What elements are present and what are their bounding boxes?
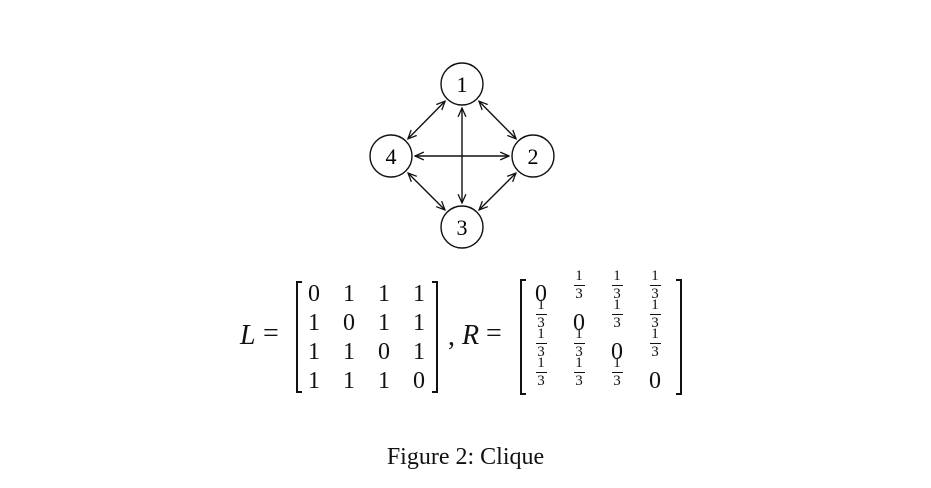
fraction-bar bbox=[611, 372, 623, 373]
fraction-bar bbox=[535, 372, 547, 373]
l-symbol: L bbox=[240, 320, 256, 351]
node-3-label: 3 bbox=[457, 215, 468, 240]
fraction-numerator: 1 bbox=[575, 326, 583, 342]
node-2-label: 2 bbox=[528, 144, 539, 169]
node-4-label: 4 bbox=[386, 144, 397, 169]
fraction-denominator: 3 bbox=[537, 373, 545, 389]
node-1-label: 1 bbox=[457, 72, 468, 97]
fraction-denominator: 3 bbox=[537, 344, 545, 360]
node-3-circle bbox=[440, 205, 484, 249]
r-cell: 0 bbox=[611, 339, 623, 365]
fraction-numerator: 1 bbox=[537, 297, 545, 313]
l-matrix-left-bracket bbox=[296, 281, 302, 393]
l-cell: 0 bbox=[308, 281, 320, 307]
fraction-bar bbox=[573, 285, 585, 286]
fraction-denominator: 3 bbox=[613, 286, 621, 302]
l-cell: 1 bbox=[378, 310, 390, 336]
l-cell: 1 bbox=[308, 339, 320, 365]
fraction-denominator: 3 bbox=[575, 344, 583, 360]
node-4-circle bbox=[369, 134, 413, 178]
fraction-numerator: 1 bbox=[651, 297, 659, 313]
fraction-bar bbox=[649, 285, 661, 286]
fraction-denominator: 3 bbox=[613, 373, 621, 389]
l-cell: 1 bbox=[343, 368, 355, 394]
fraction-bar bbox=[535, 314, 547, 315]
fraction-denominator: 3 bbox=[651, 344, 659, 360]
r-matrix-left-bracket bbox=[520, 279, 526, 395]
l-equals-sign: = bbox=[263, 318, 279, 349]
r-symbol: R bbox=[462, 320, 480, 351]
edge-2-3 bbox=[479, 173, 516, 210]
r-matrix-right-bracket bbox=[676, 279, 682, 395]
l-cell: 1 bbox=[343, 281, 355, 307]
fraction-bar bbox=[611, 285, 623, 286]
fraction-numerator: 1 bbox=[575, 268, 583, 284]
clique-graph-diagram: 1 2 3 4 bbox=[369, 62, 555, 249]
fraction-numerator: 1 bbox=[651, 326, 659, 342]
fraction-denominator: 3 bbox=[575, 286, 583, 302]
l-cell: 1 bbox=[413, 310, 425, 336]
fraction-numerator: 1 bbox=[613, 268, 621, 284]
r-cell: 0 bbox=[649, 368, 661, 394]
l-cell: 1 bbox=[343, 339, 355, 365]
node-2-circle bbox=[511, 134, 555, 178]
r-cell: 0 bbox=[573, 310, 585, 336]
fraction-denominator: 3 bbox=[613, 315, 621, 331]
fraction-numerator: 1 bbox=[575, 355, 583, 371]
fraction-bar bbox=[573, 372, 585, 373]
l-cell: 1 bbox=[378, 281, 390, 307]
fraction-denominator: 3 bbox=[575, 373, 583, 389]
l-matrix-right-bracket bbox=[432, 281, 438, 393]
fraction-numerator: 1 bbox=[537, 326, 545, 342]
fraction-denominator: 3 bbox=[651, 315, 659, 331]
fraction-numerator: 1 bbox=[651, 268, 659, 284]
fraction-bar bbox=[649, 343, 661, 344]
l-cell: 1 bbox=[413, 339, 425, 365]
l-cell: 0 bbox=[343, 310, 355, 336]
fraction-denominator: 3 bbox=[651, 286, 659, 302]
fraction-bar bbox=[611, 314, 623, 315]
edge-1-2 bbox=[479, 101, 516, 139]
fraction-bar bbox=[649, 314, 661, 315]
node-1-circle bbox=[440, 62, 484, 106]
edge-3-4 bbox=[408, 173, 445, 210]
figure-caption: Figure 2: Clique bbox=[386, 444, 545, 470]
l-cell: 1 bbox=[308, 368, 320, 394]
l-cell: 1 bbox=[308, 310, 320, 336]
separator-comma: , bbox=[448, 321, 455, 352]
l-cell: 1 bbox=[378, 368, 390, 394]
edge-4-1 bbox=[408, 101, 445, 139]
fraction-bar bbox=[535, 343, 547, 344]
l-cell: 1 bbox=[413, 281, 425, 307]
r-cell: 0 bbox=[535, 281, 547, 307]
fraction-numerator: 1 bbox=[613, 355, 621, 371]
fraction-numerator: 1 bbox=[613, 297, 621, 313]
fraction-numerator: 1 bbox=[537, 355, 545, 371]
fraction-bar bbox=[573, 343, 585, 344]
r-equals-sign: = bbox=[486, 318, 502, 349]
l-cell: 0 bbox=[413, 368, 425, 394]
l-cell: 0 bbox=[378, 339, 390, 365]
fraction-denominator: 3 bbox=[537, 315, 545, 331]
